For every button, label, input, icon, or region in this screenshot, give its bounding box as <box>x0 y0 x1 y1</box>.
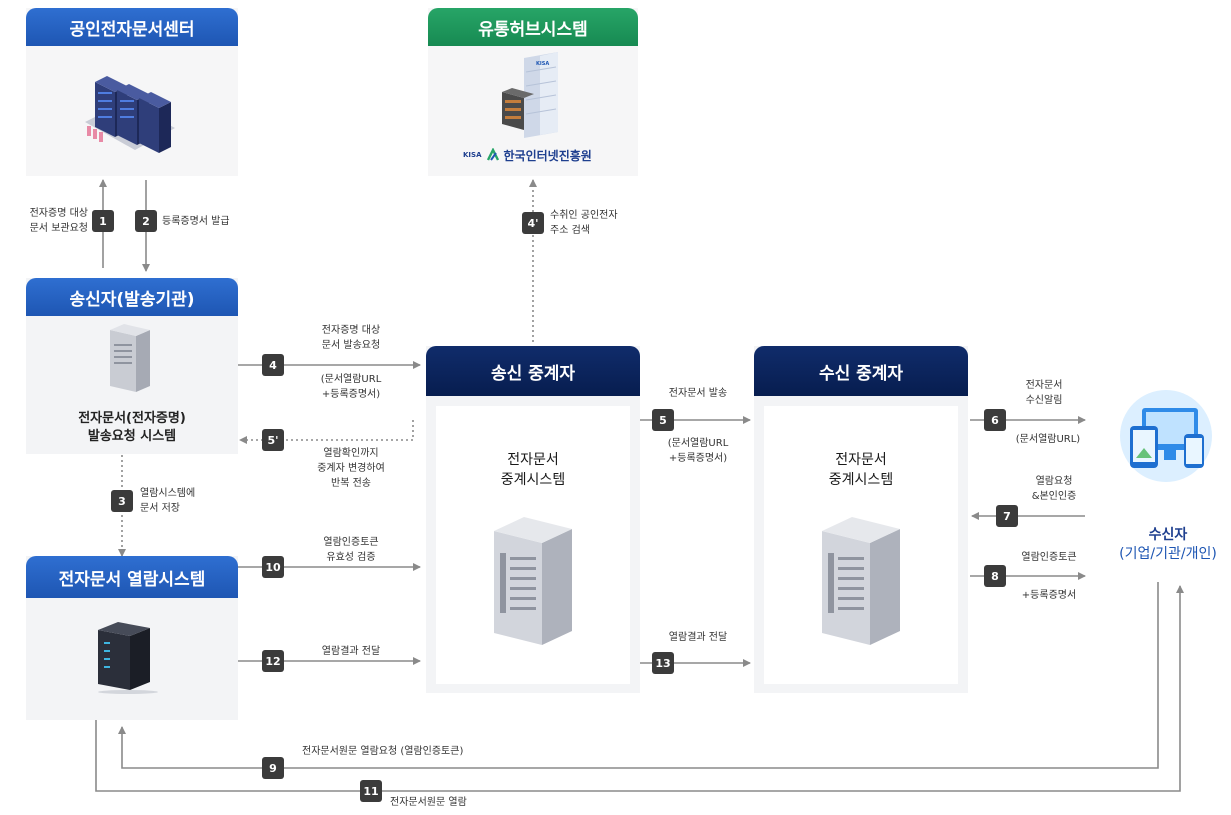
recv-relay-title: 수신 중계자 <box>754 346 968 396</box>
arrow-step-5p <box>239 420 414 444</box>
step-badge-9: 9 <box>262 757 284 779</box>
viewer-title: 전자문서 열람시스템 <box>26 556 238 598</box>
step-6-line3: (문서열람URL) <box>1015 434 1081 445</box>
step-4p-line1: 수취인 공인전자 <box>550 210 618 221</box>
server-tower-icon <box>110 324 150 392</box>
step-label-4p: 수취인 공인전자 주소 검색 <box>550 208 618 238</box>
kisa-building-icon: KISA <box>502 52 558 138</box>
kisa-mark-icon <box>486 148 499 161</box>
step-8-line1: 열람인증토큰 <box>1021 552 1077 563</box>
step-badge-1: 1 <box>92 210 114 232</box>
step-11-line1: 전자문서원문 열람 <box>390 797 467 808</box>
arrow-step-9 <box>118 582 1159 769</box>
kisa-building-sign: KISA <box>536 61 549 67</box>
arrow-step-11 <box>95 585 1184 792</box>
step-badge-12: 12 <box>262 650 284 672</box>
step-badge-13: 13 <box>652 652 674 674</box>
step-label-8-top: 열람인증토큰 <box>1004 550 1094 565</box>
step-label-13: 열람결과 전달 <box>648 630 748 645</box>
step-8-line2: +등록증명서 <box>1021 590 1077 601</box>
step-6-line1: 전자문서 <box>1025 380 1063 391</box>
kisa-abbr: KISA <box>463 151 482 159</box>
step-7-line1: 열람요청 <box>1035 476 1073 487</box>
step-label-11: 전자문서원문 열람 <box>390 795 467 810</box>
step-badge-4p: 4' <box>522 212 544 234</box>
step-4-line4: +등록증명서) <box>321 389 381 400</box>
step-4-line2: 문서 발송요청 <box>321 340 381 351</box>
server-rack-icon <box>85 76 175 153</box>
step-badge-6: 6 <box>984 409 1006 431</box>
step-label-7: 열람요청 &본인인증 <box>1014 474 1094 504</box>
step-label-6-bottom: (문서열람URL) <box>1000 432 1096 447</box>
step-9-line1: 전자문서원문 열람요청 (열람인증토큰) <box>302 746 464 757</box>
step-badge-11: 11 <box>360 780 382 802</box>
step-badge-5: 5 <box>652 409 674 431</box>
sender-title: 송신자(발송기관) <box>26 278 238 316</box>
step-5-line3: +등록증명서) <box>668 453 728 464</box>
step-13-line1: 열람결과 전달 <box>668 632 728 643</box>
step-6-line2: 수신알림 <box>1025 395 1063 406</box>
send-relay-server-icon <box>494 517 572 645</box>
step-3-line2: 문서 저장 <box>140 503 180 514</box>
step-4p-line2: 주소 검색 <box>550 225 590 236</box>
step-label-5-top: 전자문서 발송 <box>648 386 748 401</box>
recv-relay-line1: 전자문서 <box>835 452 887 468</box>
step-label-9: 전자문서원문 열람요청 (열람인증토큰) <box>302 744 463 759</box>
sender-system-line1: 전자문서(전자증명) <box>78 411 186 426</box>
step-label-4-bottom: (문서열람URL +등록증명서) <box>296 372 406 402</box>
step-5p-line1: 열람확인까지 <box>323 448 379 459</box>
step-1-line1: 전자증명 대상 <box>29 208 88 219</box>
step-10-line2: 유효성 검증 <box>326 552 376 563</box>
step-badge-2: 2 <box>135 210 157 232</box>
step-12-line1: 열람결과 전달 <box>321 646 381 657</box>
step-4-line3: (문서열람URL <box>320 374 382 385</box>
recv-relay-server-icon <box>822 517 900 645</box>
step-label-2: 등록증명서 발급 <box>162 214 230 229</box>
receiver-types: (기업/기관/개인) <box>1119 546 1217 562</box>
step-4-line1: 전자증명 대상 <box>321 325 381 336</box>
receiver-name: 수신자 <box>1148 527 1188 543</box>
step-badge-10: 10 <box>262 556 284 578</box>
kisa-logo: KISA 한국인터넷진흥원 <box>463 146 613 164</box>
dark-server-icon <box>98 622 158 694</box>
step-2-line1: 등록증명서 발급 <box>162 216 230 227</box>
step-badge-3: 3 <box>111 490 133 512</box>
step-label-12: 열람결과 전달 <box>296 644 406 659</box>
step-label-5-bottom: (문서열람URL +등록증명서) <box>648 436 748 466</box>
recv-relay-caption: 전자문서 중계시스템 <box>764 450 958 490</box>
cert-center-title: 공인전자문서센터 <box>26 8 238 46</box>
send-relay-line1: 전자문서 <box>507 452 559 468</box>
step-5-line2: (문서열람URL <box>667 438 729 449</box>
sender-system-caption: 전자문서(전자증명) 발송요청 시스템 <box>26 410 238 446</box>
devices-icon <box>1120 390 1212 482</box>
kisa-org-name: 한국인터넷진흥원 <box>503 148 592 163</box>
step-7-line2: &본인인증 <box>1031 491 1077 502</box>
step-10-line1: 열람인증토큰 <box>323 537 379 548</box>
receiver-label: 수신자 (기업/기관/개인) <box>1108 526 1228 564</box>
recv-relay-line2: 중계시스템 <box>828 472 894 488</box>
step-1-line2: 문서 보관요청 <box>29 223 88 234</box>
hub-title: 유통허브시스템 <box>428 8 638 46</box>
step-3-line1: 열람시스템에 <box>140 488 196 499</box>
step-label-5p: 열람확인까지 중계자 변경하여 반복 전송 <box>296 446 406 491</box>
sender-system-line2: 발송요청 시스템 <box>87 429 177 444</box>
step-5p-line2: 중계자 변경하여 <box>317 463 385 474</box>
step-5p-line3: 반복 전송 <box>331 478 371 489</box>
step-badge-8: 8 <box>984 565 1006 587</box>
step-label-10: 열람인증토큰 유효성 검증 <box>296 535 406 565</box>
step-badge-4: 4 <box>262 354 284 376</box>
step-label-1: 전자증명 대상 문서 보관요청 <box>8 206 88 236</box>
send-relay-caption: 전자문서 중계시스템 <box>436 450 630 490</box>
step-label-3: 열람시스템에 문서 저장 <box>140 486 195 516</box>
step-badge-7: 7 <box>996 505 1018 527</box>
step-5-line1: 전자문서 발송 <box>668 388 728 399</box>
step-label-6-top: 전자문서 수신알림 <box>1004 378 1084 408</box>
step-label-4-top: 전자증명 대상 문서 발송요청 <box>296 323 406 353</box>
send-relay-title: 송신 중계자 <box>426 346 640 396</box>
step-label-8-bottom: +등록증명서 <box>1004 588 1094 603</box>
step-badge-5p: 5' <box>262 429 284 451</box>
send-relay-line2: 중계시스템 <box>500 472 566 488</box>
